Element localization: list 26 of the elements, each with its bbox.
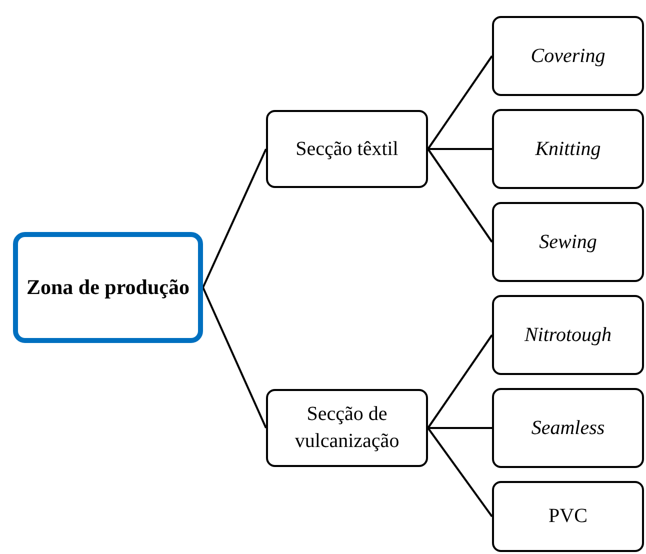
process-box xyxy=(266,110,428,188)
box-label: Nitrotough xyxy=(524,322,612,348)
root-box xyxy=(13,232,203,343)
box-label: Zona de produção xyxy=(26,274,190,302)
process-box xyxy=(266,389,428,467)
connector-line xyxy=(428,427,492,429)
connector-line xyxy=(427,334,493,429)
process-box xyxy=(492,202,644,282)
box-label: Secção têxtil xyxy=(296,136,398,162)
connector-line xyxy=(427,55,493,150)
connector-line xyxy=(202,287,267,428)
connector-line xyxy=(428,148,492,150)
process-box xyxy=(492,388,644,468)
connector-line xyxy=(427,148,493,243)
process-box xyxy=(492,481,644,552)
connector-line xyxy=(202,148,267,288)
box-label: Sewing xyxy=(539,230,597,254)
process-box xyxy=(492,16,644,96)
box-label: Knitting xyxy=(535,136,601,162)
box-label: Secção de vulcanização xyxy=(294,402,400,454)
process-box xyxy=(492,109,644,189)
box-label: Seamless xyxy=(531,416,605,440)
connector-line xyxy=(427,427,493,518)
box-label: Covering xyxy=(530,44,606,68)
box-label: PVC xyxy=(548,504,588,529)
process-box xyxy=(492,295,644,375)
